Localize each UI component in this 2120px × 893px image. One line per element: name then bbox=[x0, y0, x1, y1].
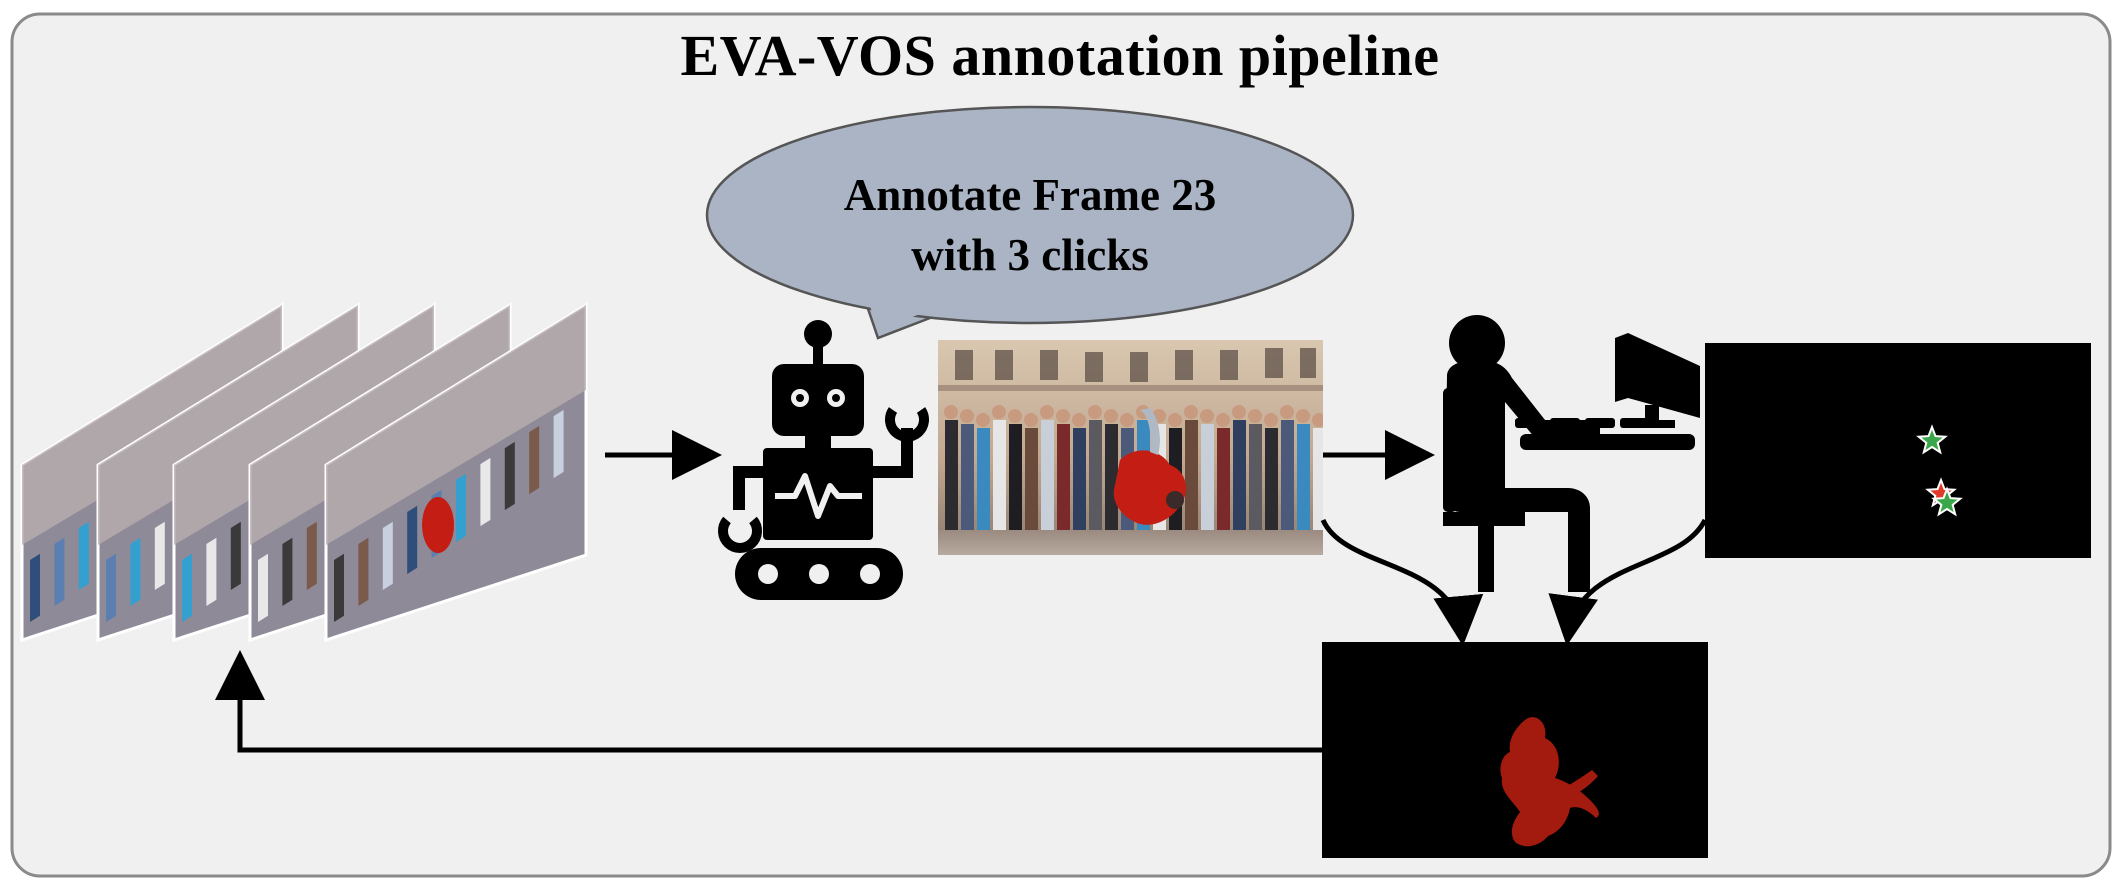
frame-crowd-person bbox=[78, 521, 89, 591]
click-star-green bbox=[1916, 424, 1948, 455]
crowd-person-head bbox=[992, 405, 1006, 419]
frame-crowd-person bbox=[154, 521, 165, 591]
frame-23-image bbox=[938, 340, 1323, 555]
frame-dancer bbox=[422, 497, 454, 553]
crowd-person-head bbox=[1232, 405, 1246, 419]
crowd-person-head bbox=[1184, 405, 1198, 419]
frame-crowd-person bbox=[130, 537, 141, 607]
crowd-person-head bbox=[1008, 409, 1022, 423]
crowd-person-body bbox=[1185, 420, 1198, 530]
video-frame-building bbox=[98, 305, 358, 545]
crowd-person-body bbox=[977, 428, 990, 538]
speech-bubble-text: Annotate Frame 23 with 3 clicks bbox=[730, 165, 1330, 285]
frame-crowd-person bbox=[480, 457, 491, 527]
crowd-person-body bbox=[1313, 428, 1323, 538]
speech-bubble-line-2: with 3 clicks bbox=[911, 230, 1149, 280]
frame-crowd-person bbox=[258, 553, 268, 623]
crowd-person-head bbox=[1040, 405, 1054, 419]
crowd-person-head bbox=[1312, 413, 1323, 427]
crowd-person-head bbox=[1120, 413, 1134, 427]
speech-bubble bbox=[705, 105, 1355, 340]
video-frame-building bbox=[174, 305, 434, 545]
crowd-person-body bbox=[945, 420, 958, 530]
crowd-person-body bbox=[1233, 420, 1246, 530]
video-frame-building bbox=[250, 305, 510, 545]
crowd-person-head bbox=[944, 405, 958, 419]
crowd-person-body bbox=[1057, 424, 1070, 534]
frame-crowd-person bbox=[504, 441, 515, 511]
crowd-person-body bbox=[1265, 428, 1278, 538]
frame-crowd-person bbox=[456, 473, 466, 543]
crowd-person-head bbox=[1104, 409, 1118, 423]
crowd-person-head bbox=[1248, 409, 1262, 423]
crowd-person-head bbox=[976, 413, 990, 427]
crowd-person-head bbox=[1200, 409, 1214, 423]
clicks-image bbox=[1705, 343, 2091, 558]
crowd-person-head bbox=[1264, 413, 1278, 427]
frame-crowd-person bbox=[30, 553, 40, 623]
arrow-clicks-to-mask bbox=[1548, 518, 1708, 646]
crowd-person-head bbox=[1024, 413, 1038, 427]
crowd-person-body bbox=[1249, 424, 1262, 534]
arrow-frame-to-mask bbox=[1320, 518, 1484, 646]
mask-output-image bbox=[1322, 642, 1708, 858]
crowd-person-body bbox=[1217, 428, 1230, 538]
frame-crowd-person bbox=[553, 409, 564, 479]
frame-crowd-person bbox=[182, 553, 192, 623]
speech-bubble-line-1: Annotate Frame 23 bbox=[843, 170, 1217, 220]
crowd-person-body bbox=[993, 420, 1006, 530]
frame-crowd-person bbox=[106, 553, 116, 623]
crowd-person-body bbox=[1105, 424, 1118, 534]
frame-crowd-person bbox=[306, 521, 317, 591]
feedback-arrow-mask-to-frames bbox=[215, 650, 1322, 753]
crowd-person-body bbox=[1041, 420, 1054, 530]
crowd-person-head bbox=[1056, 409, 1070, 423]
crowd-person-body bbox=[1009, 424, 1022, 534]
annotator-at-computer-icon bbox=[1443, 315, 1700, 592]
video-frames-stack bbox=[20, 302, 588, 643]
crowd-person-head bbox=[1072, 413, 1086, 427]
frame-crowd-person bbox=[282, 537, 293, 607]
crowd-person-body bbox=[1201, 424, 1214, 534]
crowd-person-body bbox=[961, 424, 974, 534]
crowd-person-body bbox=[1281, 420, 1294, 530]
crowd-person-body bbox=[1089, 420, 1102, 530]
frame-crowd-person bbox=[529, 425, 540, 495]
crowd-person-head bbox=[1216, 413, 1230, 427]
frame-crowd-person bbox=[407, 505, 418, 575]
crowd-person-body bbox=[1073, 428, 1086, 538]
crowd-person-head bbox=[1168, 413, 1182, 427]
video-frame-building bbox=[22, 305, 282, 545]
frame-crowd-person bbox=[334, 553, 344, 623]
frame-crowd-person bbox=[206, 537, 217, 607]
click-star-green bbox=[1931, 486, 1963, 517]
frame-crowd-person bbox=[230, 521, 241, 591]
crowd-person-body bbox=[1297, 424, 1310, 534]
video-frame-building bbox=[326, 305, 586, 545]
crowd-person-body bbox=[1025, 428, 1038, 538]
diagram-title: EVA-VOS annotation pipeline bbox=[680, 23, 1440, 88]
frame-crowd-person bbox=[382, 521, 393, 591]
frame-crowd-person bbox=[54, 537, 65, 607]
crowd-person-head bbox=[960, 409, 974, 423]
frame-crowd-person bbox=[358, 537, 369, 607]
crowd-person-head bbox=[1296, 409, 1310, 423]
crowd-person-head bbox=[1088, 405, 1102, 419]
robot-icon bbox=[718, 320, 929, 600]
crowd-person-head bbox=[1280, 405, 1294, 419]
